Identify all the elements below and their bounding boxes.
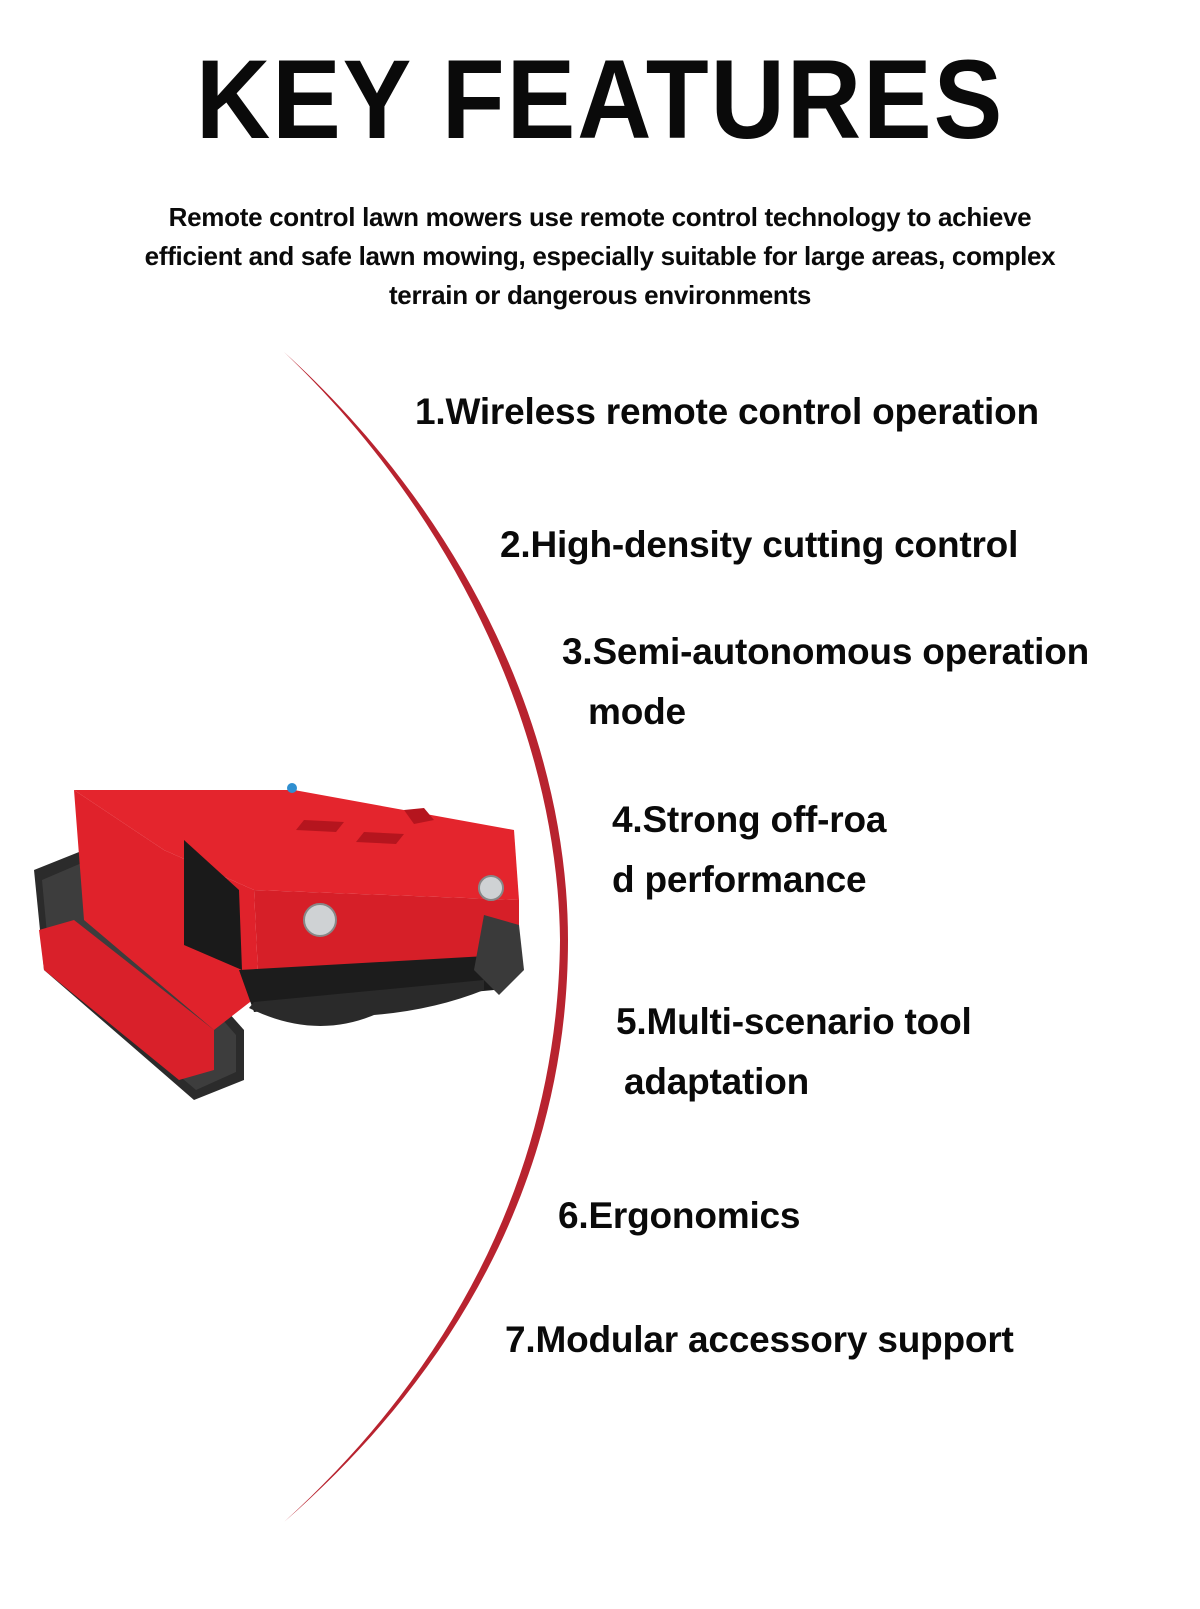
feature-label: 5.Multi-scenario tool xyxy=(616,1001,972,1042)
feature-item-6: 6.Ergonomics xyxy=(558,1186,800,1246)
feature-label-continued: d performance xyxy=(612,859,867,900)
lawn-mower-image xyxy=(34,783,524,1100)
feature-item-7: 7.Modular accessory support xyxy=(505,1310,1014,1370)
feature-label: 6.Ergonomics xyxy=(558,1195,801,1236)
feature-label-continued: adaptation xyxy=(624,1061,810,1102)
intro-text: Remote control lawn mowers use remote co… xyxy=(144,202,1056,310)
feature-item-1: 1.Wireless remote control operation xyxy=(415,382,1039,442)
feature-item-3: 3.Semi-autonomous operation mode xyxy=(562,622,1089,742)
page-title: KEY FEATURES xyxy=(195,37,1005,162)
feature-label-continued: mode xyxy=(588,691,686,732)
feature-label: 1.Wireless remote control operation xyxy=(415,391,1039,432)
feature-label: 2.High-density cutting control xyxy=(500,524,1019,565)
feature-item-5: 5.Multi-scenario tool adaptation xyxy=(616,992,972,1112)
feature-label: 7.Modular accessory support xyxy=(505,1319,1014,1360)
feature-label: 4.Strong off-roa xyxy=(612,799,887,840)
feature-item-2: 2.High-density cutting control xyxy=(500,515,1018,575)
feature-item-4: 4.Strong off-roa d performance xyxy=(612,790,886,910)
feature-label: 3.Semi-autonomous operation xyxy=(562,631,1090,672)
